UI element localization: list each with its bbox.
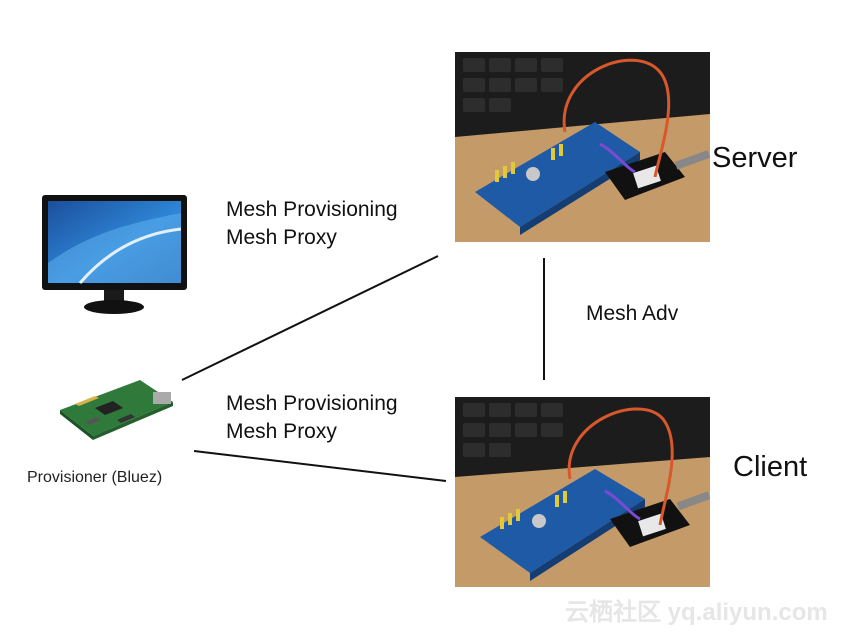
- raspberry-pi-board-icon: [60, 380, 173, 440]
- watermark: 云栖社区 yq.aliyun.com: [565, 599, 828, 626]
- server-dev-board-photo: [455, 52, 710, 242]
- top-link-label-provisioning: Mesh Provisioning: [226, 198, 398, 221]
- provisioner-server-link: [181, 255, 439, 381]
- monitor-icon: [42, 195, 187, 314]
- client-label: Client: [733, 451, 808, 483]
- client-dev-board-photo: [455, 397, 710, 587]
- mesh-adv-label: Mesh Adv: [586, 302, 679, 325]
- provisioner-label: Provisioner (Bluez): [27, 469, 163, 486]
- bottom-link-label-proxy: Mesh Proxy: [226, 420, 337, 443]
- bottom-link-label-provisioning: Mesh Provisioning: [226, 392, 398, 415]
- top-link-label-proxy: Mesh Proxy: [226, 226, 337, 249]
- provisioner-client-link: [193, 450, 447, 482]
- server-label: Server: [712, 142, 798, 174]
